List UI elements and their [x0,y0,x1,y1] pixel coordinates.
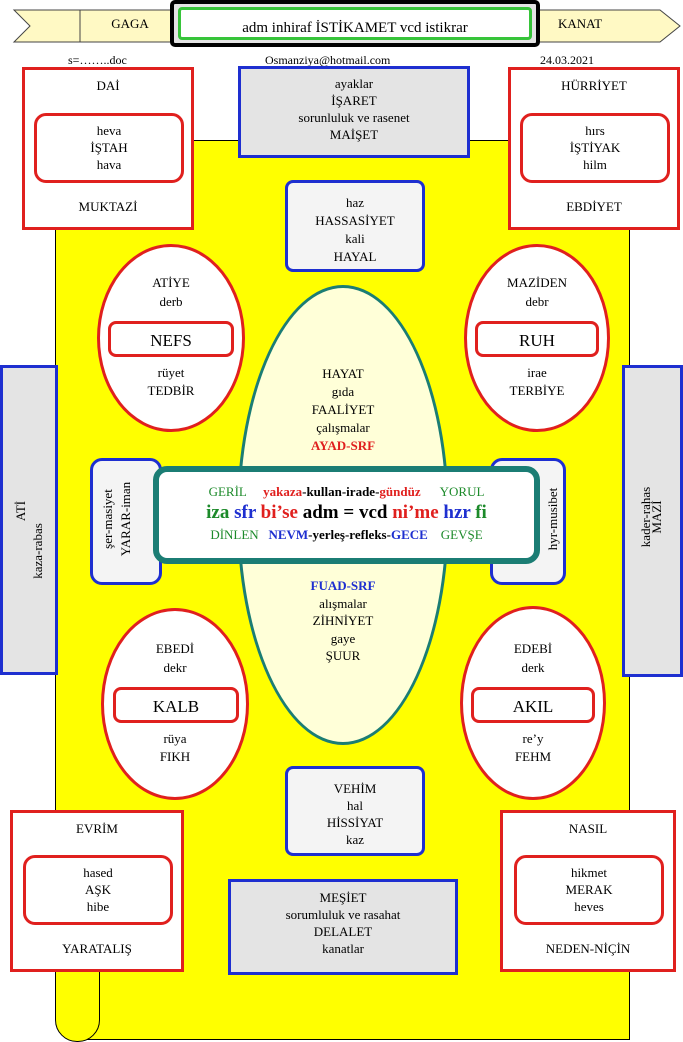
corner-top-left: DAİ heva İŞTAH hava MUKTAZİ [22,67,194,230]
left-banner-label: GAGA [111,16,149,31]
main-body-tail [55,960,100,1042]
right-ribbon [520,9,681,43]
ellipse-ruh: MAZİDEN debr RUH irae TERBİYE [464,244,610,432]
label-akil: AKIL [512,697,554,716]
label-kalb: KALB [152,697,200,716]
top-box: ayaklar İŞARET sorunluluk ve rasenet MAİ… [238,66,470,158]
center-row-1: GERİL yakaza-kullan-irade-gündüz YORUL [208,484,485,499]
page-title: adm inhiraf İSTİKAMET vcd istikrar [242,20,468,36]
corner-bottom-left: EVRİM hased AŞK hibe YARATALIŞ [10,810,184,972]
email: Osmanziya@hotmail.com [265,53,391,67]
ellipse-kalb: EBEDİ dekr KALB rüya FIKH [101,608,249,800]
corner-top-right: HÜRRİYET hırs İŞTİYAK hilm EBDİYET [508,67,680,230]
center-row-3: DİNLEN NEVM-yerleş-refleks-GECE GEVŞE [210,527,483,542]
ellipse-akil: EDEBİ derk AKIL re’y FEHM [460,606,606,800]
label-nefs: NEFS [150,331,192,350]
upper-mid-box: haz HASSASİYET kali HAYAL [285,180,425,272]
page-title-box: adm inhiraf İSTİKAMET vcd istikrar [170,0,540,47]
left-ribbon [12,9,177,43]
date: 24.03.2021 [540,53,594,67]
bottom-box: MEŞİET sorumluluk ve rasahat DELALET kan… [228,879,458,975]
side-right-box: kader-rahas MAZİ [622,365,683,677]
file-name: s=……..doc [68,53,127,67]
right-banner-label: KANAT [557,16,603,31]
inner-left-box: şer-masiyet YARAR-iman [90,458,162,585]
ellipse-nefs: ATİYE derb NEFS rüyet TEDBİR [97,244,245,432]
lower-mid-box: VEHİM hal HİSSİYAT kaz [285,766,425,856]
center-row-2: iza sfr bi’se adm = vcd ni’me hzr fi [206,502,487,523]
center-box: GERİL yakaza-kullan-irade-gündüz YORUL i… [153,466,540,564]
side-left-box: ATİ kaza-rabas [0,365,58,675]
label-ruh: RUH [519,331,555,350]
corner-bottom-right: NASIL hikmet MERAK heves NEDEN-NİÇİN [500,810,676,972]
